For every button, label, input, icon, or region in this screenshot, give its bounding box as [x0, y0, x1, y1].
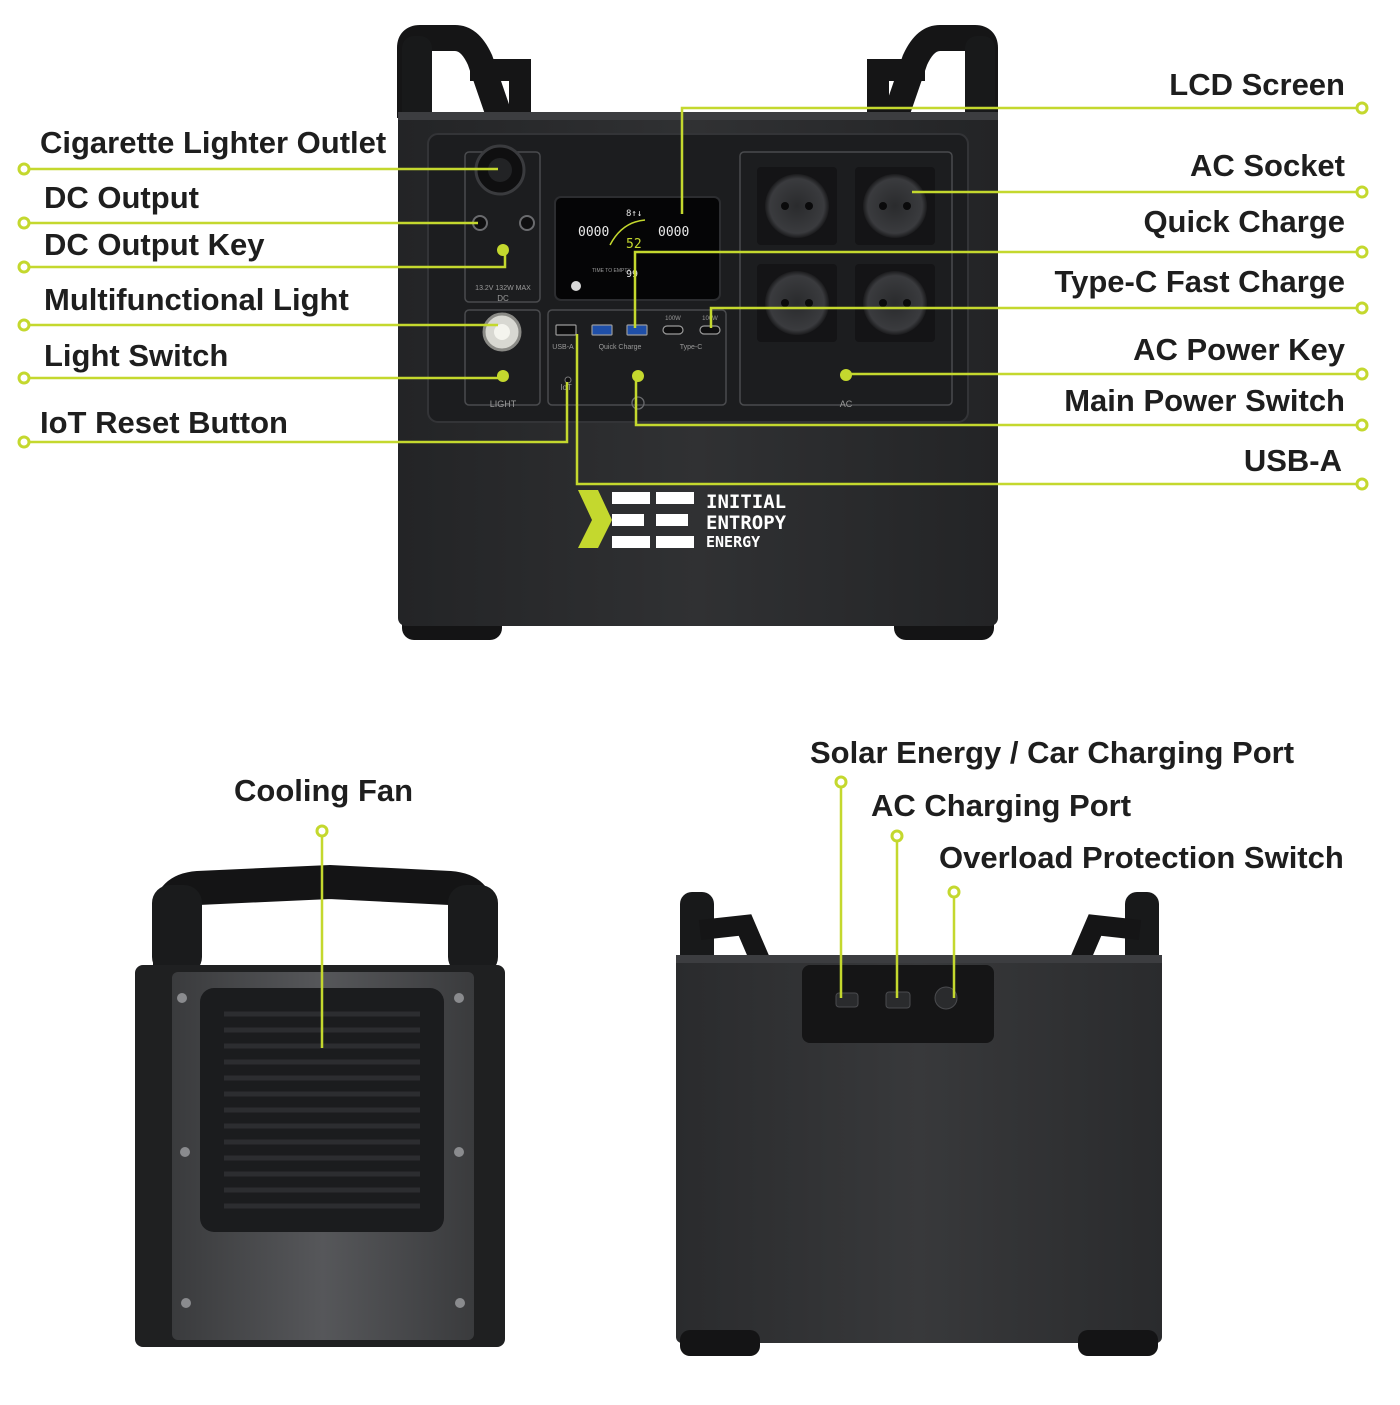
usb-a-port	[555, 324, 577, 336]
brand-line-2: ENTROPY	[706, 512, 787, 534]
back-unit	[676, 892, 1162, 1356]
front-left-handle-post	[402, 36, 432, 126]
brand-line-1: INITIAL	[706, 491, 786, 513]
front-right-handle-post	[965, 36, 995, 126]
label-ac-charging-port: AC Charging Port	[871, 788, 1132, 823]
lcd-input-value: 0000	[578, 225, 609, 240]
overload-protection-switch	[934, 986, 958, 1010]
label-dc-output: DC Output	[44, 180, 199, 215]
lcd-output-value: 0000	[658, 225, 689, 240]
label-cooling-fan: Cooling Fan	[234, 773, 414, 808]
dc-spec-text: 13.2V 132W MAX	[475, 285, 531, 292]
side-unit	[135, 864, 505, 1347]
quick-charge-port-2	[626, 324, 648, 336]
lcd-screen	[554, 196, 721, 301]
type-c-text: Type-C	[680, 344, 703, 351]
dc-text: DC	[497, 294, 509, 303]
lcd-percent-value: 52	[626, 237, 642, 252]
solar-car-charging-port	[835, 992, 859, 1008]
lcd-time-label: TIME TO EMPTY	[592, 268, 631, 274]
label-usb-a: USB-A	[1243, 443, 1342, 478]
light-text: LIGHT	[490, 399, 517, 409]
lcd-time-value: 99	[626, 269, 638, 280]
ac-socket-4	[863, 271, 927, 335]
back-body	[676, 955, 1162, 1343]
dc-output-port-2	[519, 215, 535, 231]
ac-socket-2	[863, 174, 927, 238]
label-cigarette-lighter-outlet: Cigarette Lighter Outlet	[40, 125, 387, 160]
quick-charge-port-1	[591, 324, 613, 336]
ac-sockets	[757, 167, 935, 342]
typec-watt-1: 100W	[665, 316, 681, 322]
usb-text: USB-A	[552, 344, 574, 351]
callout-lines	[24, 106, 1362, 1048]
label-light-switch: Light Switch	[44, 338, 229, 373]
light-group	[464, 309, 541, 406]
front-unit: 13.2V 132W MAX DC LIGHT 0000 0000 52 TIM…	[397, 25, 998, 640]
brand-line-3: ENERGY	[706, 533, 760, 551]
label-dc-output-key: DC Output Key	[44, 227, 265, 262]
brand-logo: INITIAL ENTROPY ENERGY	[578, 490, 787, 551]
label-quick-charge: Quick Charge	[1143, 204, 1345, 239]
ac-power-key	[840, 369, 852, 381]
ac-text: AC	[840, 399, 853, 409]
main-power-switch	[632, 370, 644, 382]
dc-output-key	[497, 244, 509, 256]
label-iot-reset-button: IoT Reset Button	[40, 405, 288, 440]
svg-text:8↑↓: 8↑↓	[626, 209, 642, 219]
type-c-port-1	[662, 325, 684, 335]
label-solar-car-charging-port: Solar Energy / Car Charging Port	[810, 735, 1295, 770]
side-handle	[153, 864, 495, 968]
label-type-c-fast-charge: Type-C Fast Charge	[1054, 264, 1345, 299]
ac-socket-3	[765, 271, 829, 335]
label-main-power-switch: Main Power Switch	[1064, 383, 1345, 418]
ac-socket-1	[765, 174, 829, 238]
label-multifunctional-light: Multifunctional Light	[44, 282, 349, 317]
ac-group	[739, 151, 953, 406]
light-switch	[497, 370, 509, 382]
quick-charge-text: Quick Charge	[599, 344, 642, 351]
label-ac-socket: AC Socket	[1189, 148, 1345, 183]
label-lcd-screen: LCD Screen	[1169, 67, 1345, 102]
callout-dots	[17, 101, 1369, 899]
label-ac-power-key: AC Power Key	[1133, 332, 1345, 367]
label-overload-protection-switch: Overload Protection Switch	[939, 840, 1344, 875]
